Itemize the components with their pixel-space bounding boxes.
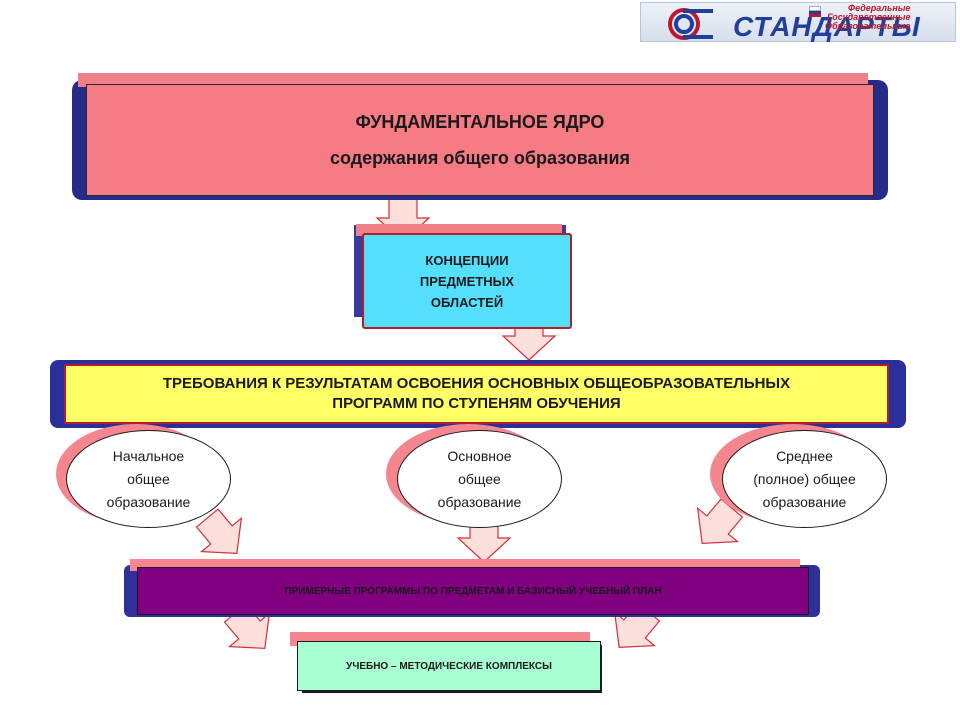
logo-small-text: Федеральные Государственные Образователь… xyxy=(825,3,911,31)
complexes-block: УЧЕБНО – МЕТОДИЧЕСКИЕ КОМПЛЕКСЫ xyxy=(297,641,601,691)
secondary-level-line-3: образование xyxy=(762,493,847,510)
core-shadow xyxy=(78,73,868,87)
fgos-logo: СТАНДАРТЫ Федеральные Государственные Об… xyxy=(640,2,956,42)
logo-emblem-icon xyxy=(668,8,713,40)
core-title: ФУНДАМЕНТАЛЬНОЕ ЯДРО xyxy=(355,112,605,132)
secondary-level-node: Среднее (полное) общее образование xyxy=(722,430,887,528)
secondary-level-line-1: Среднее xyxy=(776,447,833,464)
primary-level-line-1: Начальное xyxy=(112,447,185,464)
requirements-line-2: ПРОГРАММ ПО СТУПЕНЯМ ОБУЧЕНИЯ xyxy=(332,395,621,412)
primary-level-node: Начальное общее образование xyxy=(66,430,231,528)
core-block: ФУНДАМЕНТАЛЬНОЕ ЯДРО содержания общего о… xyxy=(86,84,874,196)
basic-level-node: Основное общее образование xyxy=(397,430,562,528)
basic-level-line-1: Основное xyxy=(447,447,512,464)
concepts-line-2: ПРЕДМЕТНЫХ xyxy=(419,273,515,289)
basic-level-line-2: общее xyxy=(458,470,501,487)
flag-icon xyxy=(809,6,821,17)
complexes-label: УЧЕБНО – МЕТОДИЧЕСКИЕ КОМПЛЕКСЫ xyxy=(346,660,552,672)
logo-text: СТАНДАРТЫ xyxy=(733,11,921,42)
concepts-line-3: ОБЛАСТЕЙ xyxy=(430,294,504,310)
secondary-level-line-2: (полное) общее xyxy=(753,470,856,487)
concepts-line-1: КОНЦЕПЦИИ xyxy=(425,252,509,268)
primary-level-line-3: образование xyxy=(106,493,191,510)
concepts-block: КОНЦЕПЦИИ ПРЕДМЕТНЫХ ОБЛАСТЕЙ xyxy=(362,233,572,329)
core-subtitle: содержания общего образования xyxy=(329,148,631,168)
programs-label: ПРИМЕРНЫЕ ПРОГРАММЫ ПО ПРЕДМЕТАМ И БАЗИС… xyxy=(284,585,662,597)
requirements-block: ТРЕБОВАНИЯ К РЕЗУЛЬТАТАМ ОСВОЕНИЯ ОСНОВН… xyxy=(64,364,889,424)
basic-level-line-3: образование xyxy=(437,493,522,510)
primary-level-line-2: общее xyxy=(127,470,170,487)
requirements-line-1: ТРЕБОВАНИЯ К РЕЗУЛЬТАТАМ ОСВОЕНИЯ ОСНОВН… xyxy=(162,375,791,392)
programs-block: ПРИМЕРНЫЕ ПРОГРАММЫ ПО ПРЕДМЕТАМ И БАЗИС… xyxy=(137,567,809,615)
